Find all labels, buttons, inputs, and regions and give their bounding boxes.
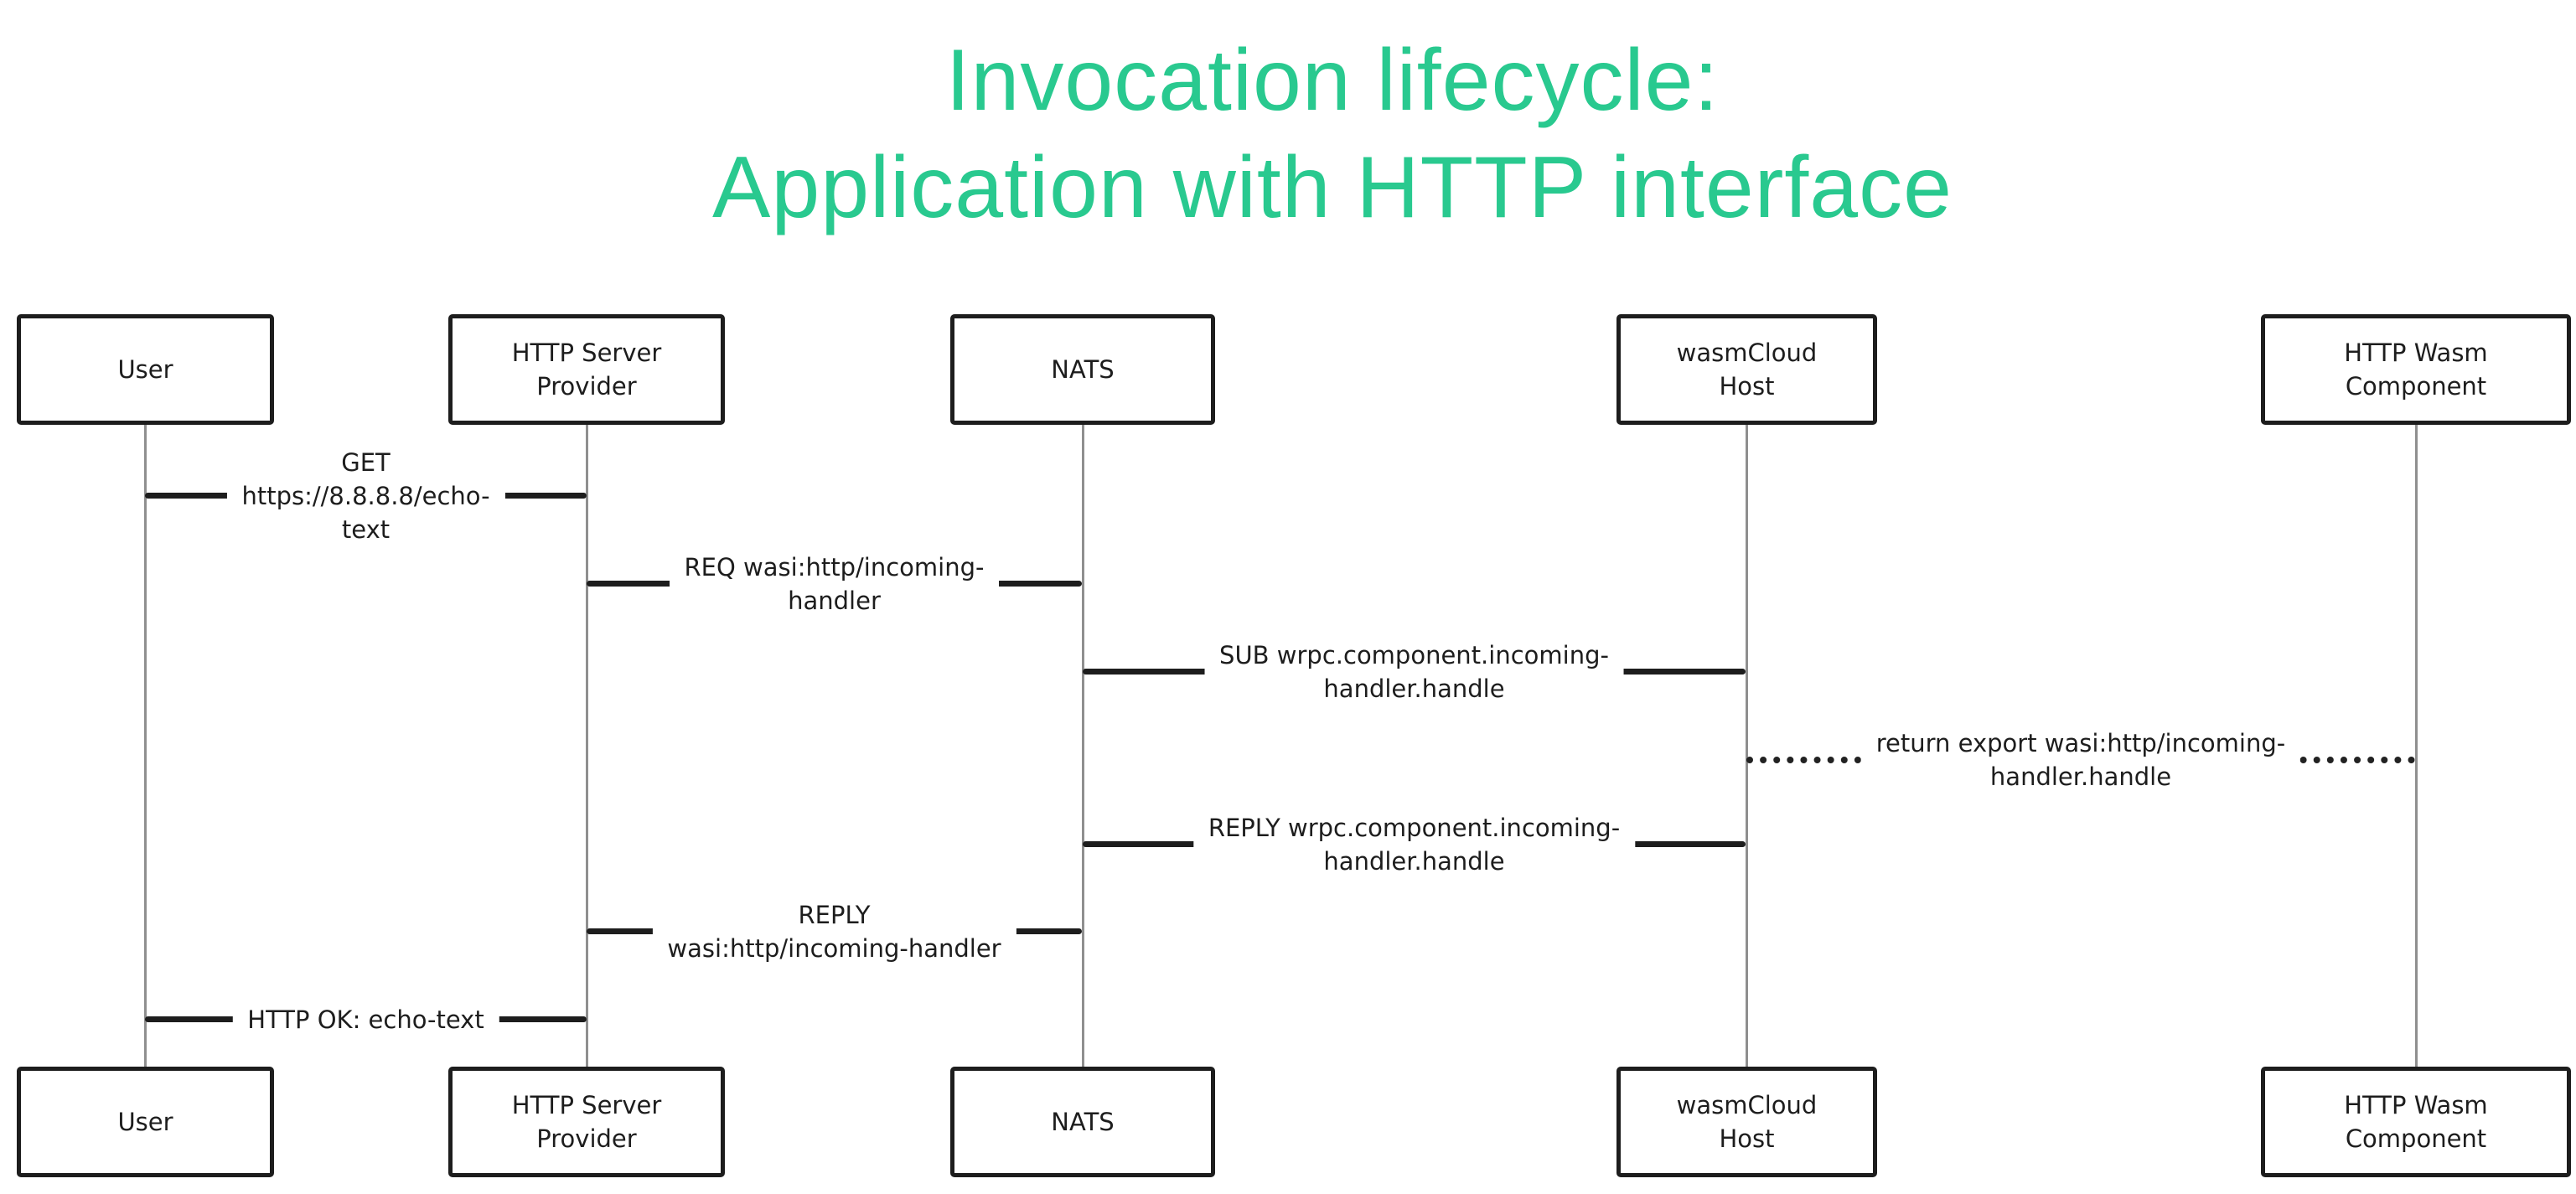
actor-label: HTTP Wasm Component [2344,1091,2488,1153]
actor-box-user-top: User [17,314,274,425]
actor-box-wasmcloud-host-bottom: wasmCloud Host [1616,1067,1877,1177]
message-text-line: text [341,515,391,544]
message-label: GET https://8.8.8.8/echo- text [226,444,505,548]
lifeline-http-wasm-component [2415,425,2418,1067]
actor-box-http-server-provider-top: HTTP Server Provider [448,314,725,425]
diagram-title: Invocation lifecycle: Application with H… [44,27,2576,241]
message-text-line: handler.handle [1323,847,1505,876]
title-line-1: Invocation lifecycle: [945,32,1720,129]
actor-label: wasmCloud Host [1676,1091,1818,1153]
title-line-2: Application with HTTP interface [712,139,1953,236]
actor-box-http-wasm-component-top: HTTP Wasm Component [2261,314,2571,425]
message-label: SUB wrpc.component.incoming- handler.han… [1204,637,1624,707]
message-text-line: HTTP OK: echo-text [247,1005,484,1034]
actor-label: NATS [1051,355,1115,384]
message-label: REPLY wrpc.component.incoming- handler.h… [1192,809,1636,880]
actor-box-wasmcloud-host-top: wasmCloud Host [1616,314,1877,425]
actor-label: wasmCloud Host [1676,339,1818,401]
message-text-line: REPLY [798,901,871,929]
lifeline-nats [1082,425,1084,1067]
message-label: HTTP OK: echo-text [232,1001,499,1038]
actor-label: User [117,355,173,384]
message-text-line: REQ wasi:http/incoming- [684,553,985,581]
message-text-line: SUB wrpc.component.incoming- [1219,641,1609,669]
actor-label: User [117,1108,173,1136]
message-text-line: return export wasi:http/incoming- [1875,729,2286,757]
actor-label: HTTP Wasm Component [2344,339,2488,401]
actor-box-nats-top: NATS [950,314,1215,425]
message-text-line: GET [341,448,391,477]
message-label: REQ wasi:http/incoming- handler [669,549,1000,619]
message-text-line: REPLY wrpc.component.incoming- [1208,814,1621,842]
actor-box-user-bottom: User [17,1067,274,1177]
actor-box-http-wasm-component-bottom: HTTP Wasm Component [2261,1067,2571,1177]
message-text-line: handler.handle [1323,675,1505,703]
message-label: return export wasi:http/incoming- handle… [1860,725,2301,795]
actor-label: NATS [1051,1108,1115,1136]
actor-box-http-server-provider-bottom: HTTP Server Provider [448,1067,725,1177]
message-text-line: wasi:http/incoming-handler [667,934,1001,963]
actor-label: HTTP Server Provider [511,1091,662,1153]
lifeline-http-server-provider [586,425,588,1067]
message-text-line: handler.handle [1989,762,2172,791]
lifeline-user [144,425,147,1067]
lifeline-wasmcloud-host [1746,425,1748,1067]
actor-label: HTTP Server Provider [511,339,662,401]
actor-box-nats-bottom: NATS [950,1067,1215,1177]
message-text-line: handler [788,587,881,615]
message-text-line: https://8.8.8.8/echo- [241,482,490,510]
message-label: REPLY wasi:http/incoming-handler [652,897,1016,967]
